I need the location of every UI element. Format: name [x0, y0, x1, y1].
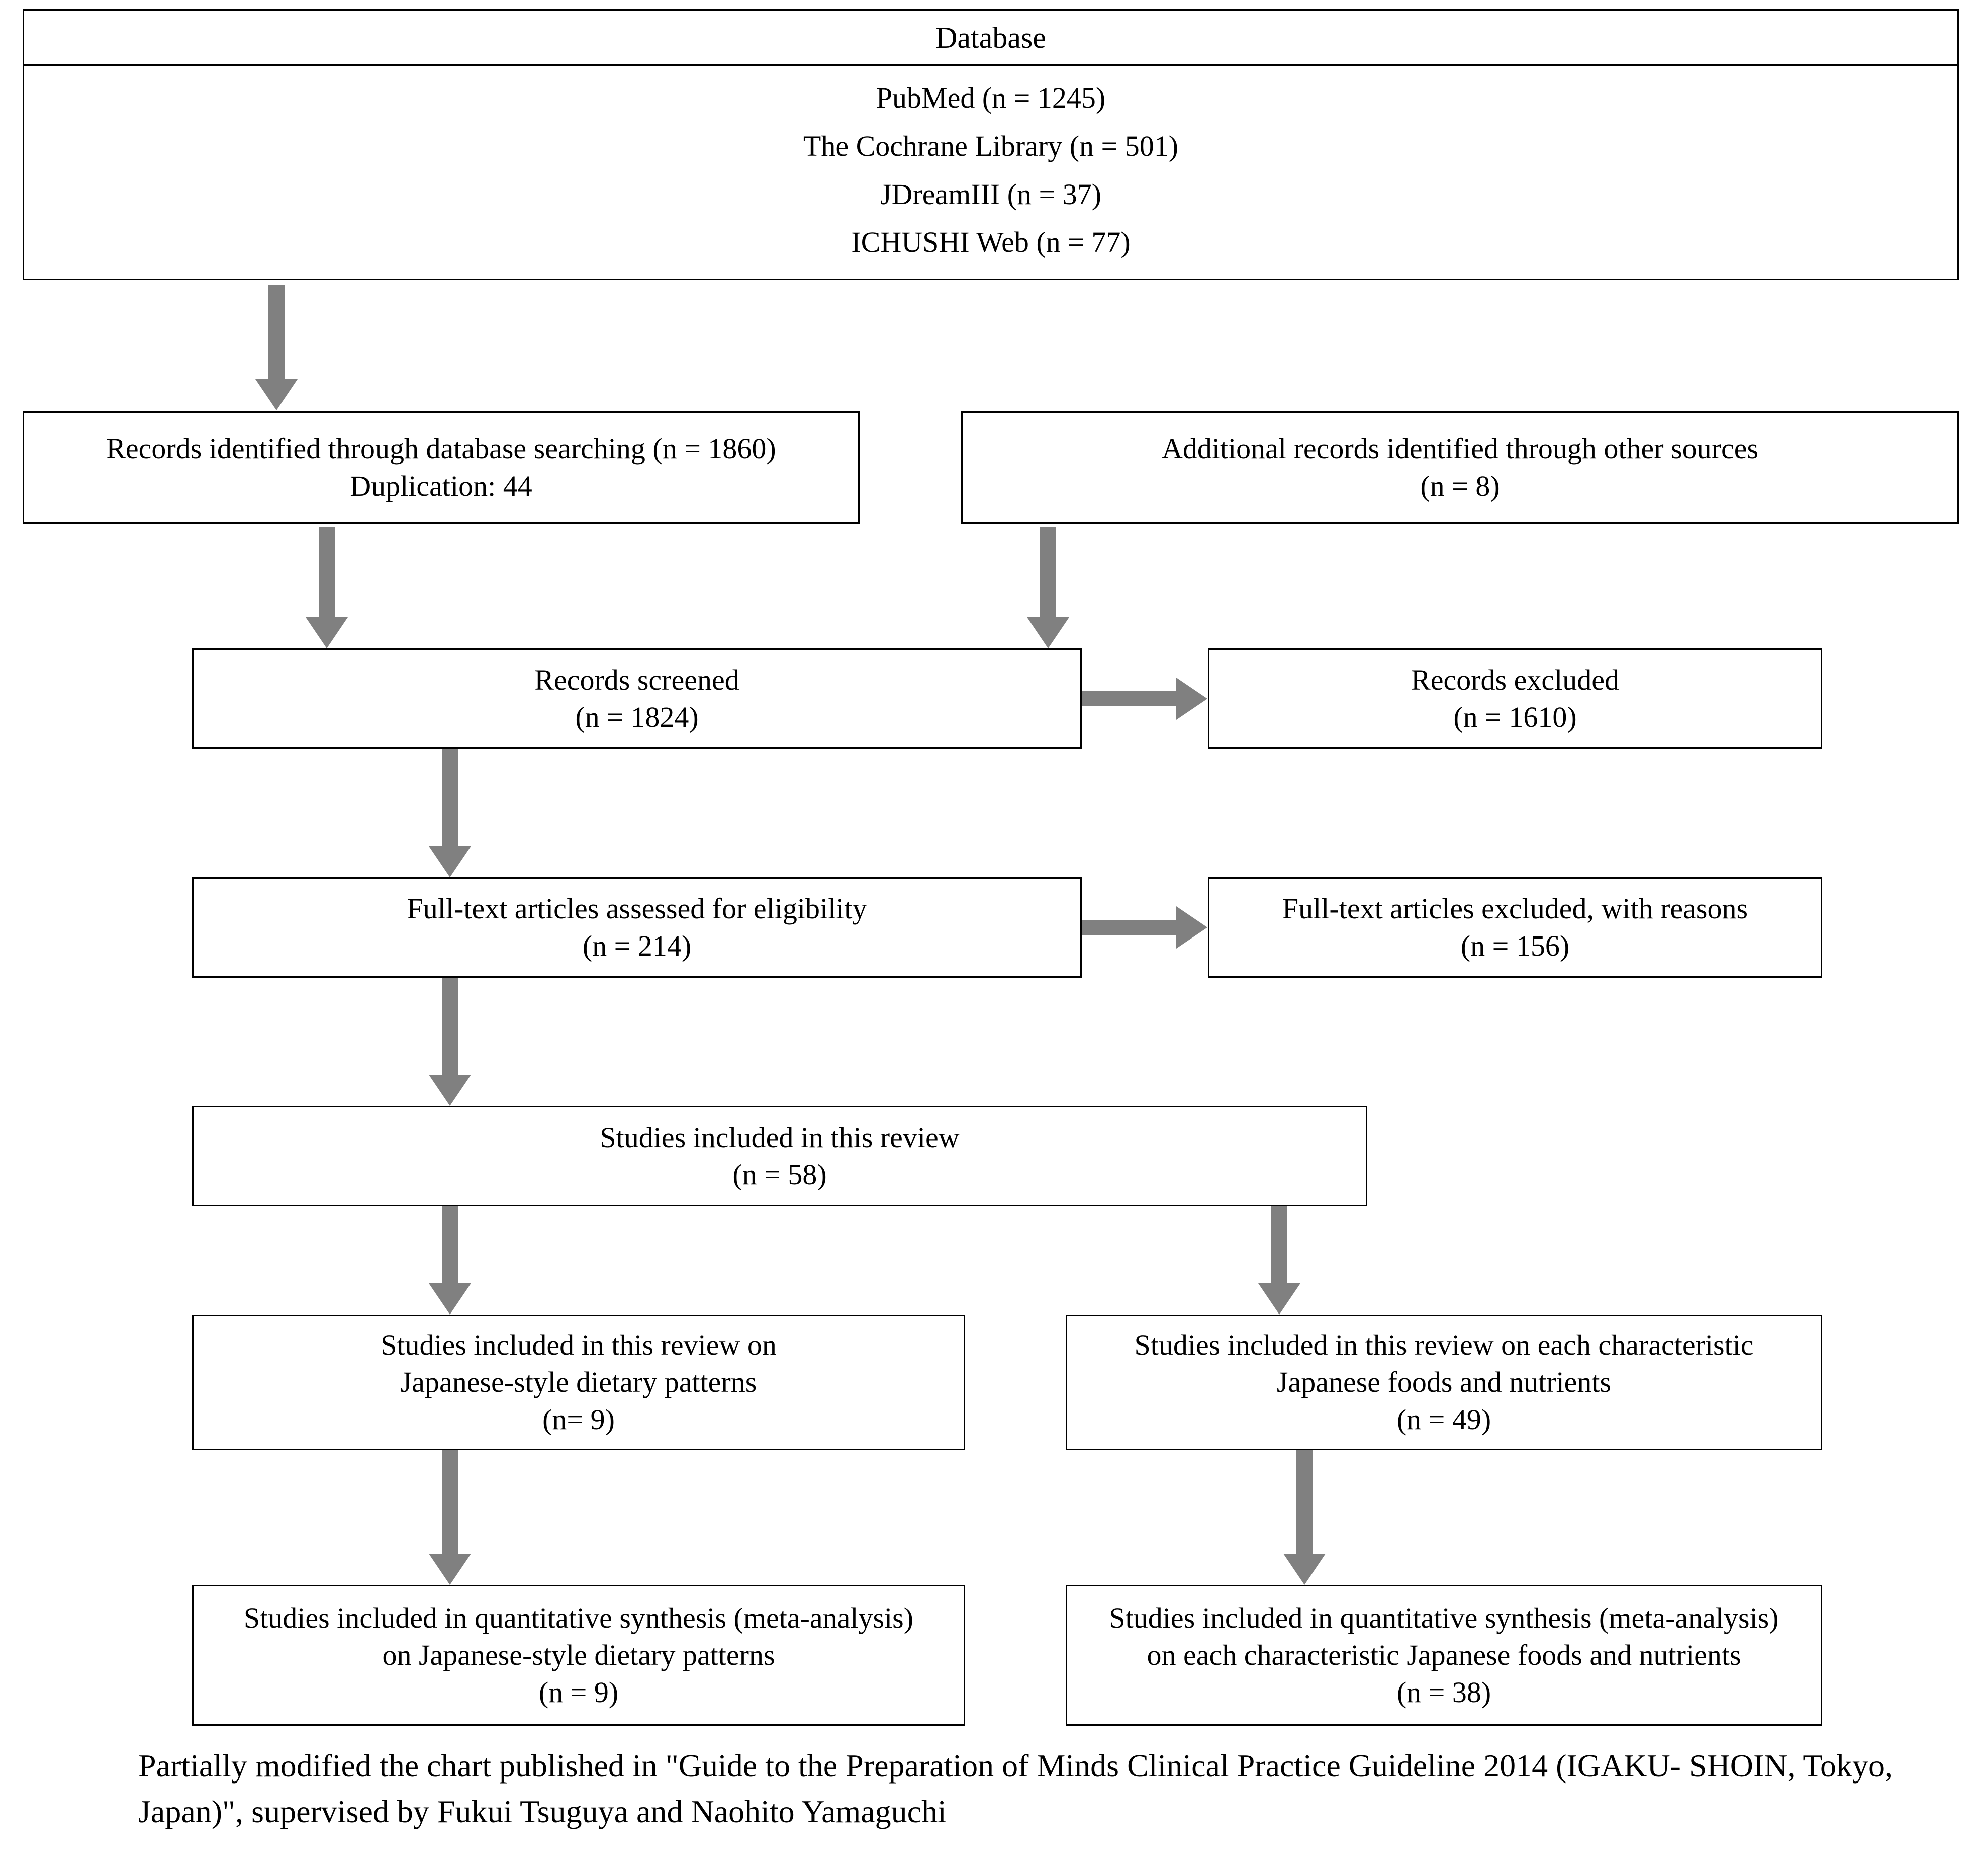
- studies-included-line2: (n = 58): [732, 1158, 827, 1191]
- database-source-jdream: JDreamIII (n = 37): [880, 177, 1102, 211]
- fulltext-assessed-line1: Full-text articles assessed for eligibil…: [407, 892, 867, 925]
- arrow-head: [255, 379, 298, 410]
- additional-records-line1: Additional records identified through ot…: [1161, 432, 1759, 465]
- database-source-cochrane: The Cochrane Library (n = 501): [803, 130, 1179, 163]
- records-excluded-box: Records excluded (n = 1610): [1208, 648, 1822, 749]
- review-dietary-patterns-box: Studies included in this review on Japan…: [192, 1315, 965, 1450]
- meta-dietary-line2: on Japanese-style dietary patterns: [382, 1638, 775, 1671]
- caption-line-2: SHOIN, Tokyo, Japan)", supervised by Fuk…: [138, 1748, 1893, 1829]
- records-screened-line1: Records screened: [534, 663, 739, 696]
- arrow-dietary-review-to-meta: [425, 1450, 475, 1585]
- review-dietary-line3: (n= 9): [542, 1403, 615, 1436]
- meta-foods-line2: on each characteristic Japanese foods an…: [1147, 1638, 1741, 1671]
- arrow-shaft: [1082, 691, 1177, 706]
- arrow-shaft: [442, 1450, 458, 1554]
- database-box: Database PubMed (n = 1245) The Cochrane …: [23, 9, 1959, 280]
- records-identified-box: Records identified through database sear…: [23, 411, 860, 524]
- arrow-shaft: [1082, 920, 1177, 935]
- arrow-screened-to-excluded: [1082, 674, 1207, 724]
- records-excluded-line1: Records excluded: [1411, 663, 1619, 696]
- arrow-head: [429, 846, 471, 877]
- studies-included-box: Studies included in this review (n = 58): [192, 1106, 1367, 1206]
- figure-caption: Partially modified the chart published i…: [138, 1743, 1928, 1835]
- arrow-included-to-dietary-review: [425, 1206, 475, 1315]
- arrow-head: [429, 1075, 471, 1106]
- arrow-foods-review-to-meta: [1279, 1450, 1330, 1585]
- fulltext-assessed-box: Full-text articles assessed for eligibil…: [192, 877, 1082, 978]
- review-foods-line1: Studies included in this review on each …: [1134, 1328, 1754, 1361]
- caption-line-1: Partially modified the chart published i…: [138, 1748, 1681, 1784]
- arrow-shaft: [442, 749, 458, 846]
- arrow-head: [429, 1283, 471, 1315]
- database-source-ichushi: ICHUSHI Web (n = 77): [851, 226, 1131, 259]
- arrow-screened-to-fulltext: [425, 749, 475, 877]
- records-identified-line1: Records identified through database sear…: [106, 432, 776, 465]
- arrow-shaft: [442, 978, 458, 1075]
- fulltext-assessed-line2: (n = 214): [582, 929, 692, 962]
- arrow-fulltext-to-excluded: [1082, 902, 1207, 953]
- database-box-header: Database: [24, 11, 1957, 66]
- arrow-head: [1283, 1554, 1326, 1585]
- fulltext-excluded-line2: (n = 156): [1460, 929, 1570, 962]
- arrow-fulltext-to-included: [425, 978, 475, 1106]
- additional-records-line2: (n = 8): [1420, 470, 1500, 502]
- records-screened-box: Records screened (n = 1824): [192, 648, 1082, 749]
- records-identified-line2: Duplication: 44: [350, 470, 532, 502]
- database-header-label: Database: [935, 21, 1046, 54]
- meta-foods-line1: Studies included in quantitative synthes…: [1109, 1601, 1779, 1634]
- arrow-head: [1258, 1283, 1300, 1315]
- studies-included-line1: Studies included in this review: [600, 1120, 960, 1154]
- arrow-included-to-foods-review: [1254, 1206, 1304, 1315]
- meta-foods-nutrients-box: Studies included in quantitative synthes…: [1066, 1585, 1822, 1726]
- arrow-records-identified-to-screened: [302, 527, 352, 648]
- arrow-shaft: [442, 1206, 458, 1283]
- database-box-sources: PubMed (n = 1245) The Cochrane Library (…: [24, 66, 1957, 279]
- meta-foods-line3: (n = 38): [1396, 1676, 1491, 1709]
- review-foods-line2: Japanese foods and nutrients: [1276, 1365, 1612, 1398]
- arrow-shaft: [1040, 527, 1056, 617]
- meta-dietary-patterns-box: Studies included in quantitative synthes…: [192, 1585, 965, 1726]
- records-excluded-line2: (n = 1610): [1453, 701, 1577, 733]
- arrow-additional-records-to-screened: [1023, 527, 1073, 648]
- records-screened-line2: (n = 1824): [575, 701, 699, 733]
- arrow-shaft: [268, 285, 285, 379]
- review-foods-line3: (n = 49): [1396, 1403, 1491, 1436]
- arrow-shaft: [1296, 1450, 1313, 1554]
- arrow-head: [1176, 678, 1207, 720]
- review-foods-nutrients-box: Studies included in this review on each …: [1066, 1315, 1822, 1450]
- fulltext-excluded-box: Full-text articles excluded, with reason…: [1208, 877, 1822, 978]
- arrow-shaft: [1271, 1206, 1287, 1283]
- additional-records-box: Additional records identified through ot…: [961, 411, 1959, 524]
- review-dietary-line2: Japanese-style dietary patterns: [400, 1365, 757, 1398]
- review-dietary-line1: Studies included in this review on: [381, 1328, 777, 1361]
- arrow-database-to-records-identified: [251, 285, 302, 410]
- arrow-head: [306, 617, 348, 648]
- arrow-head: [1027, 617, 1069, 648]
- arrow-head: [1176, 906, 1207, 949]
- fulltext-excluded-line1: Full-text articles excluded, with reason…: [1282, 892, 1748, 925]
- meta-dietary-line1: Studies included in quantitative synthes…: [243, 1601, 914, 1634]
- database-source-pubmed: PubMed (n = 1245): [876, 81, 1106, 115]
- meta-dietary-line3: (n = 9): [538, 1676, 619, 1709]
- arrow-shaft: [319, 527, 335, 617]
- arrow-head: [429, 1554, 471, 1585]
